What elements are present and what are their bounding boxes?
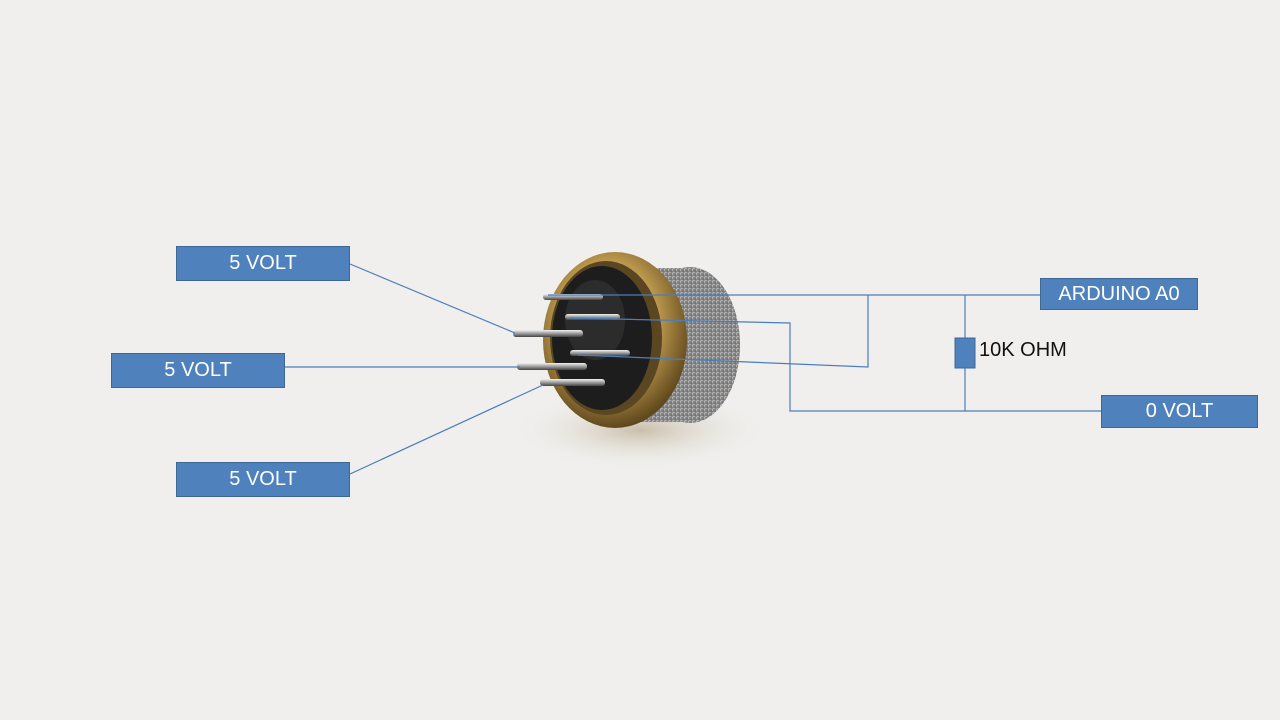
gas-sensor-image [510,252,770,470]
wire-ground [569,317,1101,412]
label-5-volt-top: 5 VOLT [176,246,350,281]
label-0-volt: 0 VOLT [1101,395,1258,428]
resistor-symbol [954,337,976,369]
label-arduino-a0: ARDUINO A0 [1040,278,1198,310]
wire-pin-to-arduino [577,295,869,368]
label-5-volt-middle: 5 VOLT [111,353,285,388]
wires [285,263,1101,475]
wire-bottom-5v [349,384,544,475]
resistor-label: 10K OHM [979,339,1067,361]
wire-top-5v [349,263,516,334]
label-5-volt-bottom: 5 VOLT [176,462,350,497]
